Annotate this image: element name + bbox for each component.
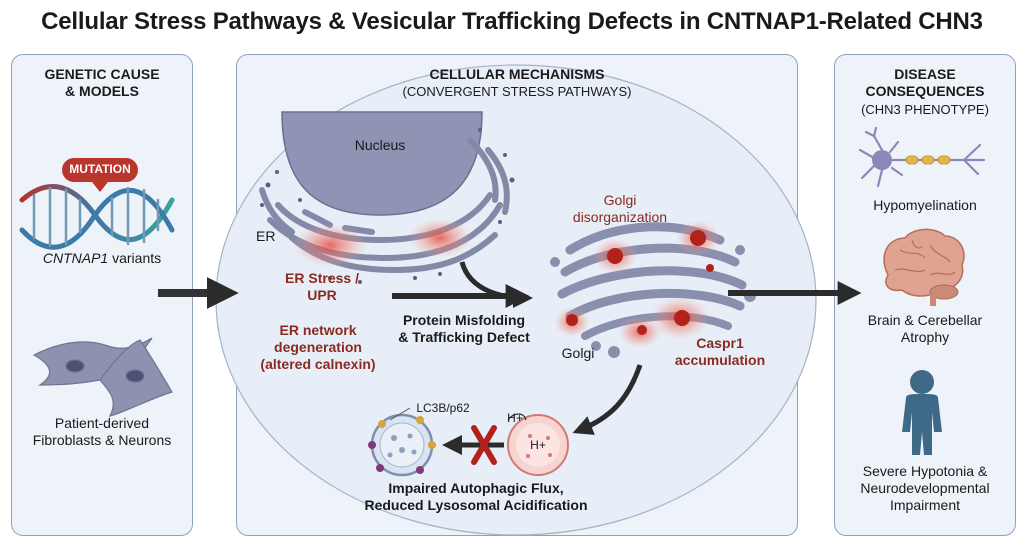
patient-cells-icon <box>32 337 173 417</box>
er-network-line: ER network <box>279 322 357 338</box>
hypomyelination-label: Hypomyelination <box>873 197 977 213</box>
atrophy-line: Brain & Cerebellar <box>867 312 983 328</box>
brain-icon <box>883 228 965 306</box>
er-network-label: ER network degeneration (altered calnexi… <box>248 322 388 373</box>
dna-helix-icon <box>19 184 175 250</box>
neuron-icon <box>858 126 986 188</box>
gene-suffix: variants <box>108 250 162 266</box>
er-stress-glow <box>408 218 472 258</box>
caspr1-label: Caspr1 accumulation <box>660 335 780 369</box>
mutation-badge: MUTATION <box>69 162 131 176</box>
er-stress-line: UPR <box>307 287 337 303</box>
atrophy-label: Brain & Cerebellar Atrophy <box>834 312 1016 346</box>
proton-label-inner: H+ <box>530 438 546 452</box>
atrophy-line: Atrophy <box>900 329 950 345</box>
golgi-dis-line: disorganization <box>572 209 668 225</box>
left-panel-heading: GENETIC CAUSE & MODELS <box>11 66 193 100</box>
nucleus-label: Nucleus <box>354 137 406 153</box>
middle-panel-heading: CELLULAR MECHANISMS <box>429 66 605 82</box>
blocked-x-icon <box>471 425 497 465</box>
er-network-line: degeneration <box>274 339 362 355</box>
hypotonia-line: Impairment <box>889 497 961 513</box>
er-network-line: (altered calnexin) <box>260 356 376 372</box>
cells-line: Fibroblasts & Neurons <box>32 432 172 448</box>
lc3b-p62-label: LC3B/p62 <box>416 401 470 415</box>
gene-name: CNTNAP1 <box>42 250 109 266</box>
er-dots <box>260 128 515 284</box>
proton-label: H+ <box>507 411 523 425</box>
lysosome-icon <box>507 413 569 476</box>
right-heading-line: CONSEQUENCES <box>865 83 985 99</box>
golgi-dis-line: Golgi <box>603 192 637 208</box>
golgi-label: Golgi <box>561 345 595 361</box>
autophagosome-icon <box>368 407 436 477</box>
right-panel-subheading: (CHN3 PHENOTYPE) <box>861 102 989 117</box>
middle-panel-subheading: (CONVERGENT STRESS PATHWAYS) <box>402 84 632 99</box>
hypotonia-line: Severe Hypotonia & <box>862 463 988 479</box>
golgi-to-lysosome-arrow <box>572 364 643 435</box>
misfold-line: & Trafficking Defect <box>398 329 530 345</box>
diagram-title: Cellular Stress Pathways & Vesicular Tra… <box>41 8 983 35</box>
left-heading-line: & MODELS <box>65 83 139 99</box>
left-heading-line: GENETIC CAUSE <box>44 66 160 82</box>
right-panel-heading: DISEASE CONSEQUENCES <box>834 66 1016 100</box>
child-silhouette-icon <box>902 370 942 455</box>
caspr-line: accumulation <box>674 352 766 368</box>
autophagy-label: Impaired Autophagic Flux, Reduced Lysoso… <box>346 480 606 514</box>
gene-variants-label: CNTNAP1 variants <box>11 250 193 267</box>
hypotonia-line: Neurodevelopmental <box>860 480 990 496</box>
autophagy-line: Impaired Autophagic Flux, <box>388 480 564 496</box>
misfolding-label: Protein Misfolding & Trafficking Defect <box>384 312 544 346</box>
caspr1-aggregate-icon <box>566 230 714 335</box>
right-heading-line: DISEASE <box>894 66 956 82</box>
nucleus-icon <box>281 111 483 216</box>
er-stress-glow <box>292 223 368 267</box>
er-label: ER <box>256 228 276 244</box>
patient-cells-label: Patient-derived Fibroblasts & Neurons <box>11 415 193 449</box>
autophagy-line: Reduced Lysosomal Acidification <box>364 497 588 513</box>
hypotonia-label: Severe Hypotonia & Neurodevelopmental Im… <box>834 463 1016 514</box>
mutation-badge-icon <box>62 158 138 192</box>
cells-line: Patient-derived <box>54 415 150 431</box>
er-stress-line: ER Stress / <box>285 270 359 286</box>
golgi-disorganization-label: Golgi disorganization <box>560 192 680 226</box>
er-stress-label: ER Stress / UPR <box>262 270 382 304</box>
misfold-line: Protein Misfolding <box>402 312 526 328</box>
caspr-line: Caspr1 <box>696 335 744 351</box>
